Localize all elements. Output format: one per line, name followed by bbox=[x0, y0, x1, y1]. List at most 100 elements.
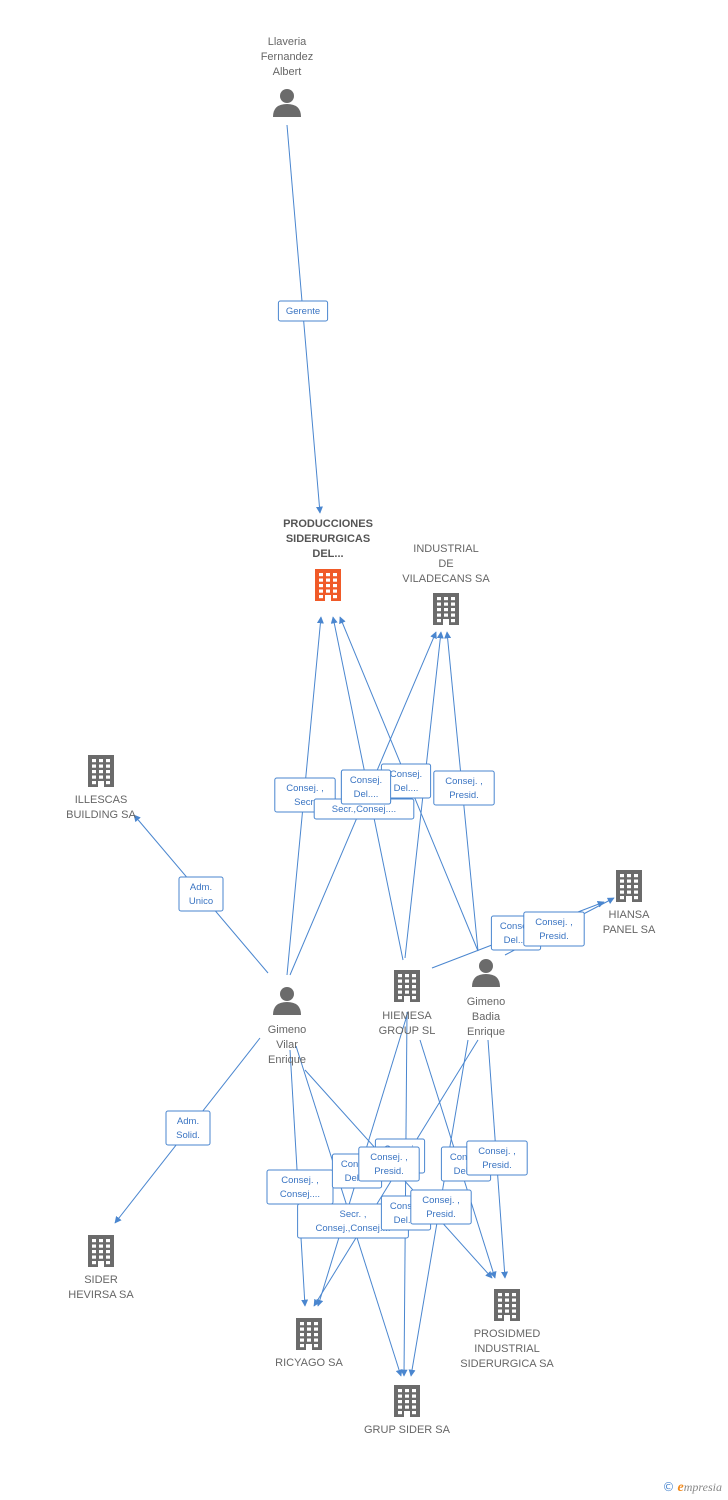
node-label: Gimeno bbox=[467, 996, 506, 1008]
person-icon bbox=[273, 987, 301, 1015]
edge-label-gimeno_badia-hiansa[interactable]: Consej. , Presid. bbox=[523, 911, 585, 947]
edge-label-gimeno_badia-prosidmed[interactable]: Consej. , Presid. bbox=[466, 1140, 528, 1176]
edge-label-text: Consej. bbox=[500, 921, 532, 932]
edge-label-text: Solid. bbox=[176, 1130, 200, 1141]
node-label: Enrique bbox=[467, 1026, 505, 1038]
edge-label-text: Consej. , bbox=[286, 783, 324, 794]
building-icon bbox=[394, 970, 420, 1002]
copyright-symbol: © bbox=[662, 1480, 675, 1494]
edge-label-text: Gerente bbox=[286, 306, 320, 317]
building-icon bbox=[394, 1385, 420, 1417]
node-label: GRUP SIDER SA bbox=[364, 1424, 451, 1436]
node-label: VILADECANS SA bbox=[402, 573, 490, 585]
edge-label-text: Del.... bbox=[394, 783, 419, 794]
node-label: Vilar bbox=[276, 1039, 298, 1051]
building-icon bbox=[494, 1289, 520, 1321]
edge-label-text: Consej. , bbox=[478, 1146, 516, 1157]
empresia-logo[interactable]: ©empresia bbox=[663, 1480, 722, 1496]
node-label: PROSIDMED bbox=[474, 1328, 541, 1340]
edge-label-gimeno_vilar-sider_hevirsa[interactable]: Adm. Solid. bbox=[165, 1110, 211, 1146]
edge-label-gimeno_badia-ricyago[interactable]: Consej. , Presid. bbox=[358, 1146, 420, 1182]
node-label: Enrique bbox=[268, 1054, 306, 1066]
brand-name: mpresia bbox=[683, 1480, 722, 1494]
edge-label-gimeno_badia-industrial_viladecans[interactable]: Consej. , Presid. bbox=[433, 770, 495, 806]
edge-label-text: Presid. bbox=[539, 931, 569, 942]
edge-label-text: Consej. bbox=[341, 1159, 373, 1170]
node-sider_hevirsa[interactable]: SIDER HEVIRSA SA bbox=[68, 1235, 134, 1301]
building-icon bbox=[616, 870, 642, 902]
edge-hiemesa-grup_sider bbox=[400, 1011, 408, 1377]
edge-label-text: Consej. , bbox=[445, 776, 483, 787]
node-label: Gimeno bbox=[268, 1024, 307, 1036]
edge-label-text: Del.... bbox=[345, 1173, 370, 1184]
node-label: DEL... bbox=[312, 548, 343, 560]
node-ricyago[interactable]: RICYAGO SA bbox=[275, 1318, 343, 1369]
brand-initial: e bbox=[677, 1480, 684, 1495]
node-label: BUILDING SA bbox=[66, 809, 136, 821]
node-label: HIEMESA bbox=[382, 1010, 432, 1022]
node-label: PRODUCCIONES bbox=[283, 518, 373, 530]
edge-label-text: Del.... bbox=[504, 935, 529, 946]
edge-label-text: Consej. , bbox=[422, 1195, 460, 1206]
edge-label-text: Consej. , bbox=[281, 1175, 319, 1186]
edge-label-text: Presid. bbox=[426, 1209, 456, 1220]
edge-label-text: Consej. bbox=[450, 1152, 482, 1163]
node-label: PANEL SA bbox=[603, 924, 656, 936]
node-label: SIDERURGICAS bbox=[286, 533, 370, 545]
node-label: GROUP SL bbox=[379, 1025, 436, 1037]
building-icon bbox=[88, 755, 114, 787]
edge-label-text: Adm. bbox=[190, 882, 212, 893]
edge-label-text: Adm. bbox=[177, 1116, 199, 1127]
edge-label-text: Consej. bbox=[390, 1201, 422, 1212]
edge-label-text: Presid. bbox=[449, 790, 479, 801]
node-label: Fernandez bbox=[261, 51, 314, 63]
node-producciones[interactable]: PRODUCCIONES SIDERURGICAS DEL... bbox=[283, 518, 373, 601]
edge-label-gimeno_vilar-ricyago[interactable]: Consej. , Consej.... bbox=[266, 1169, 334, 1205]
node-label: ILLESCAS bbox=[75, 794, 128, 806]
edge-label-text: Secr.,Consej.... bbox=[332, 804, 396, 815]
node-grup_sider[interactable]: GRUP SIDER SA bbox=[364, 1385, 451, 1436]
edge-label-gimeno_vilar-illescas[interactable]: Adm. Unico bbox=[178, 876, 224, 912]
node-label: Badia bbox=[472, 1011, 501, 1023]
edge-label-gimeno_badia-producciones[interactable]: Consej. Del.... bbox=[340, 769, 392, 805]
edge-label-text: Del.... bbox=[454, 1166, 479, 1177]
building-icon bbox=[315, 569, 341, 601]
node-label: HEVIRSA SA bbox=[68, 1289, 134, 1301]
edge-label-text: Consej. bbox=[390, 769, 422, 780]
edge-label-text: Del.... bbox=[354, 789, 379, 800]
edge-label-llaveria-producciones[interactable]: Gerente bbox=[277, 300, 329, 322]
edge-label-text: Consej. , bbox=[370, 1152, 408, 1163]
person-icon bbox=[472, 959, 500, 987]
node-label: INDUSTRIAL bbox=[413, 543, 478, 555]
edge-label-text: Secr. , bbox=[340, 1209, 367, 1220]
building-icon bbox=[296, 1318, 322, 1350]
node-label: Llaveria bbox=[268, 36, 307, 48]
node-label: RICYAGO SA bbox=[275, 1357, 343, 1369]
edge-label-text: Presid. bbox=[482, 1160, 512, 1171]
edge-label-gimeno_vilar-grup_sider[interactable]: Secr. , Consej.,Consej.... bbox=[297, 1203, 409, 1239]
edge-label-text: Consej.... bbox=[280, 1189, 320, 1200]
edge-label-text: Secr. bbox=[294, 797, 316, 808]
node-label: SIDER bbox=[84, 1274, 118, 1286]
edge-label-text: Consej. bbox=[350, 775, 382, 786]
node-illescas[interactable]: ILLESCAS BUILDING SA bbox=[66, 755, 137, 821]
node-hiemesa[interactable]: HIEMESA GROUP SL bbox=[379, 970, 436, 1037]
edge-label-text: Del.... bbox=[394, 1215, 419, 1226]
edge-label-text: Unico bbox=[189, 896, 213, 907]
edge-label-text: Presid. bbox=[374, 1166, 404, 1177]
edge-label-gimeno_badia-grup_sider[interactable]: Consej. , Presid. bbox=[410, 1189, 472, 1225]
edge-label-text: Consej. , bbox=[535, 917, 573, 928]
edge-label-text: Consej.,Consej.... bbox=[316, 1223, 391, 1234]
building-icon bbox=[88, 1235, 114, 1267]
node-label: Albert bbox=[273, 66, 302, 78]
node-label: SIDERURGICA SA bbox=[460, 1358, 554, 1370]
